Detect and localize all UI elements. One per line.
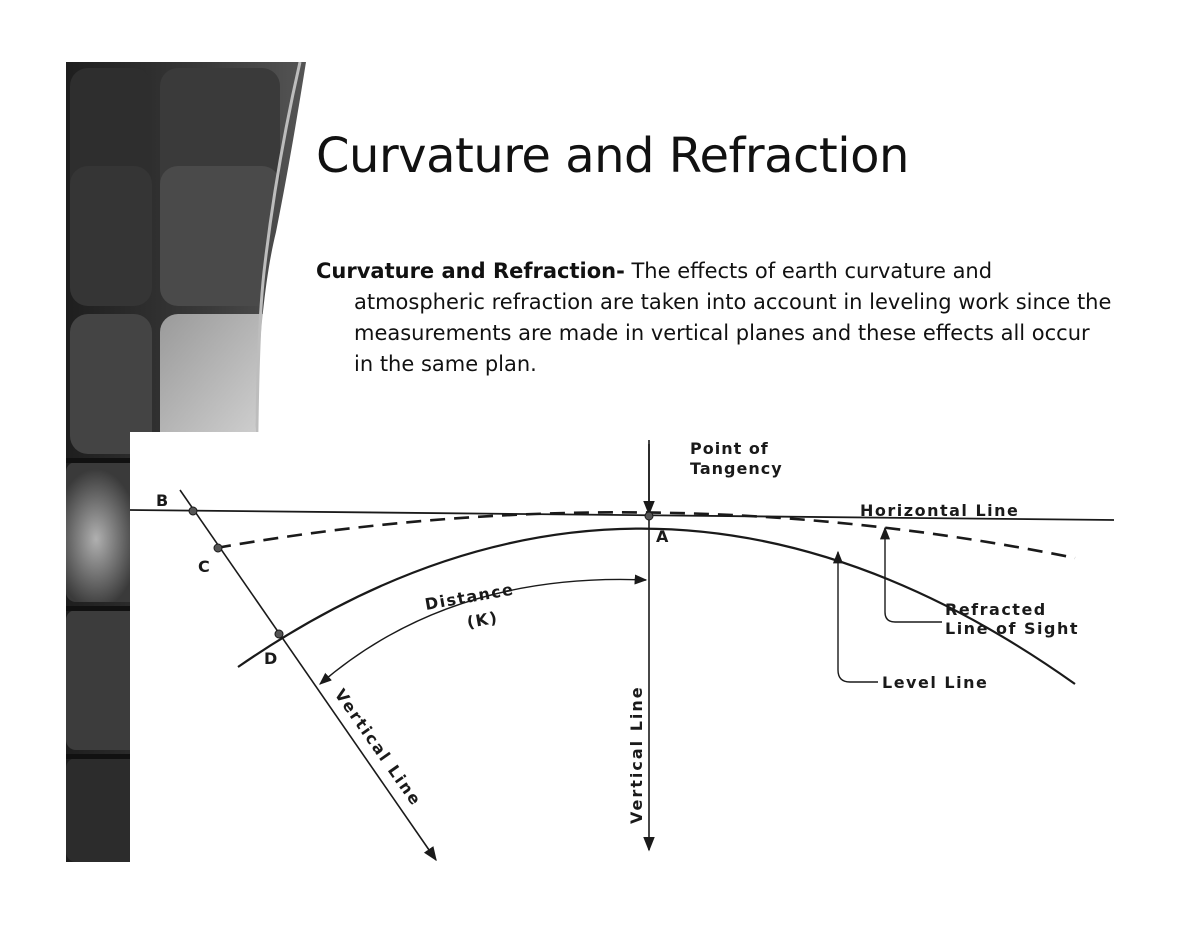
- definition-text: The effects of earth curvature and atmos…: [354, 259, 1112, 376]
- label-distance: Distance: [423, 580, 515, 614]
- diagram-canvas: B C D A Point of Tangency Horizontal Lin…: [130, 439, 1115, 862]
- label-vertical-line-center: Vertical Line: [627, 685, 646, 824]
- slide-description: Curvature and Refraction- The effects of…: [316, 256, 1114, 380]
- label-c: C: [198, 557, 210, 576]
- label-tangency: Tangency: [690, 459, 783, 478]
- slide-title: Curvature and Refraction: [316, 128, 909, 184]
- distance-arc: [319, 574, 648, 685]
- point-b-dot: [188, 506, 198, 516]
- label-a: A: [656, 527, 669, 546]
- label-distance-k: (K): [465, 608, 499, 632]
- horizontal-line: [130, 509, 1115, 521]
- point-a-dot: [644, 511, 654, 521]
- label-point-of: Point of: [690, 439, 769, 458]
- curvature-refraction-diagram: B C D A Point of Tangency Horizontal Lin…: [130, 432, 1120, 872]
- term-label: Curvature and Refraction-: [316, 259, 625, 283]
- vertical-line-slanted: [179, 489, 437, 862]
- label-b: B: [156, 491, 168, 510]
- label-vertical-line-slanted: Vertical Line: [331, 685, 426, 809]
- point-d-dot: [274, 629, 284, 639]
- point-c-dot: [213, 543, 223, 553]
- label-refracted: Refracted: [945, 600, 1047, 619]
- label-d: D: [264, 649, 277, 668]
- label-horizontal-line: Horizontal Line: [860, 501, 1019, 520]
- refracted-leader: [879, 526, 942, 623]
- label-level-line: Level Line: [882, 673, 988, 692]
- label-line-of-sight: Line of Sight: [945, 619, 1079, 638]
- level-line-leader: [832, 550, 878, 683]
